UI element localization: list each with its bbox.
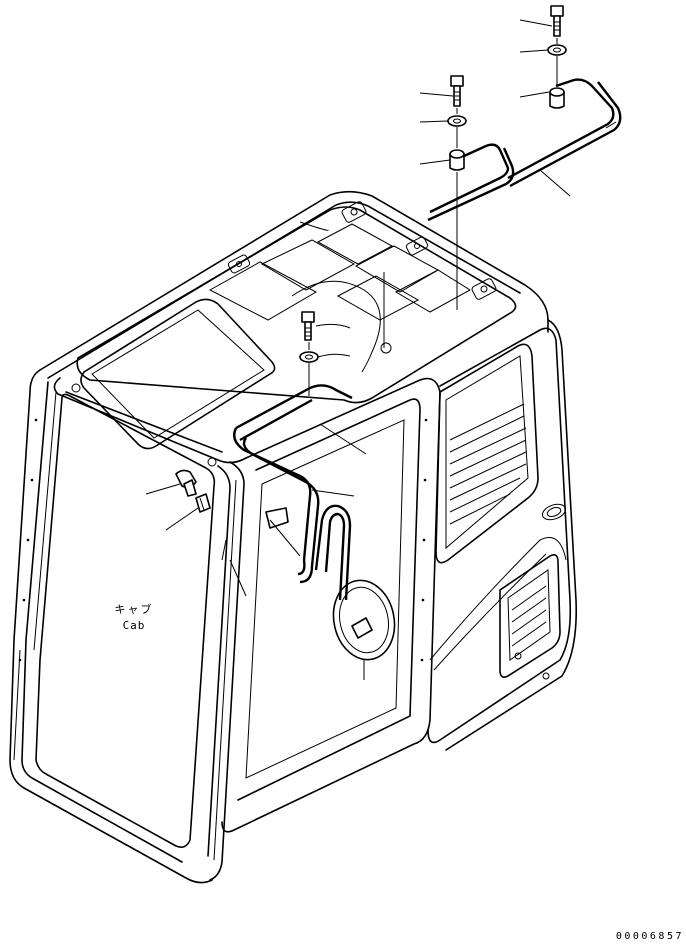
spacer-upper-right: [549, 87, 565, 109]
spacer-middle: [449, 149, 465, 171]
washer-cab: [299, 351, 319, 363]
cab-label-japanese: キャブ: [114, 603, 154, 616]
bolt-upper-right: [550, 5, 564, 37]
clip-left: [195, 493, 211, 513]
washer-upper-right: [547, 44, 567, 56]
drawing-number: 00006857: [615, 931, 684, 942]
leader-lines: [145, 19, 571, 680]
cab-label-english: Cab: [122, 619, 146, 632]
washer-middle: [447, 115, 467, 127]
cab-body: [9, 190, 578, 884]
bolt-cab: [301, 311, 315, 341]
roof-rail: [427, 78, 622, 222]
side-handrail: [233, 384, 353, 584]
bolt-middle: [450, 75, 464, 107]
mirror: [332, 579, 396, 661]
bolt-left: [175, 469, 197, 497]
mirror-stay: [314, 504, 352, 601]
center-lines: [308, 38, 558, 396]
